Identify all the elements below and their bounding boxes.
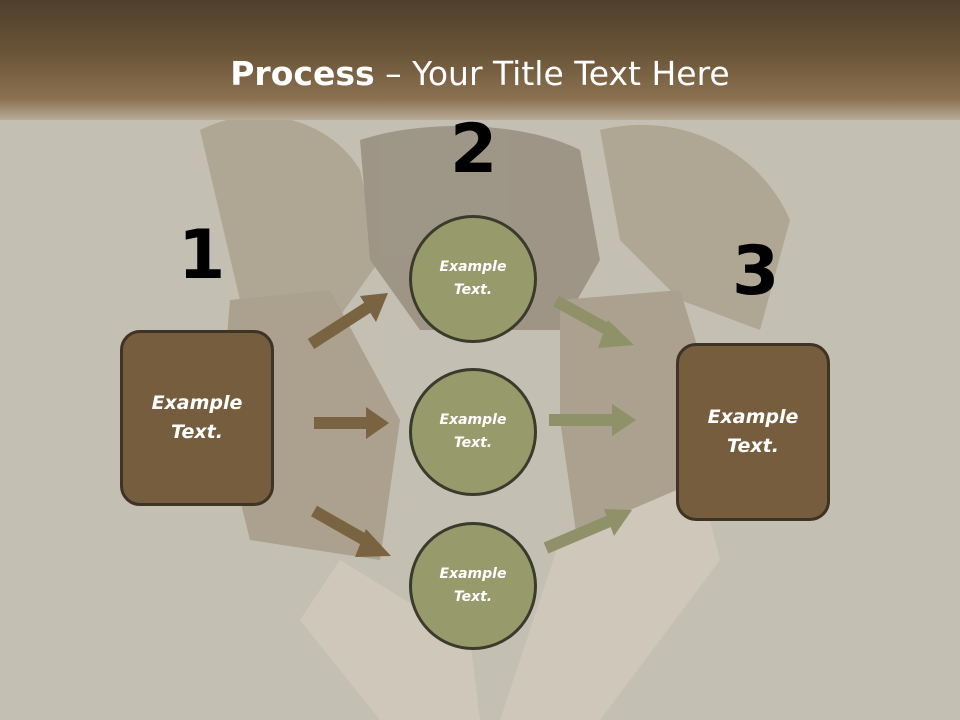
title-bar	[0, 0, 960, 120]
title-rest: – Your Title Text Here	[374, 54, 730, 93]
step-2-circle-top: Example Text.	[409, 215, 537, 343]
arrow-from-bottom-circle	[543, 509, 632, 554]
arrow-to-bottom-circle	[311, 505, 391, 557]
circle-top-text: Example Text.	[439, 259, 507, 298]
step-1-text: Example Text.	[151, 392, 243, 443]
step-number-2: 2	[450, 110, 498, 189]
arrow-to-top-circle	[307, 293, 388, 350]
circle-middle-text: Example Text.	[439, 412, 507, 451]
title-bold: Process	[230, 54, 375, 93]
step-number-1: 1	[178, 216, 226, 295]
arrow-to-middle-circle	[314, 407, 389, 439]
step-2-circle-bottom: Example Text.	[409, 522, 537, 650]
arrow-from-top-circle	[553, 295, 634, 348]
step-2-circle-middle: Example Text.	[409, 368, 537, 496]
step-number-3: 3	[732, 232, 780, 311]
step-3-text: Example Text.	[707, 406, 799, 457]
arrow-from-middle-circle	[549, 404, 636, 436]
slide-title: Process – Your Title Text Here	[0, 54, 960, 94]
step-3-box: Example Text.	[676, 343, 830, 521]
step-1-box: Example Text.	[120, 330, 274, 506]
circle-bottom-text: Example Text.	[439, 566, 507, 605]
